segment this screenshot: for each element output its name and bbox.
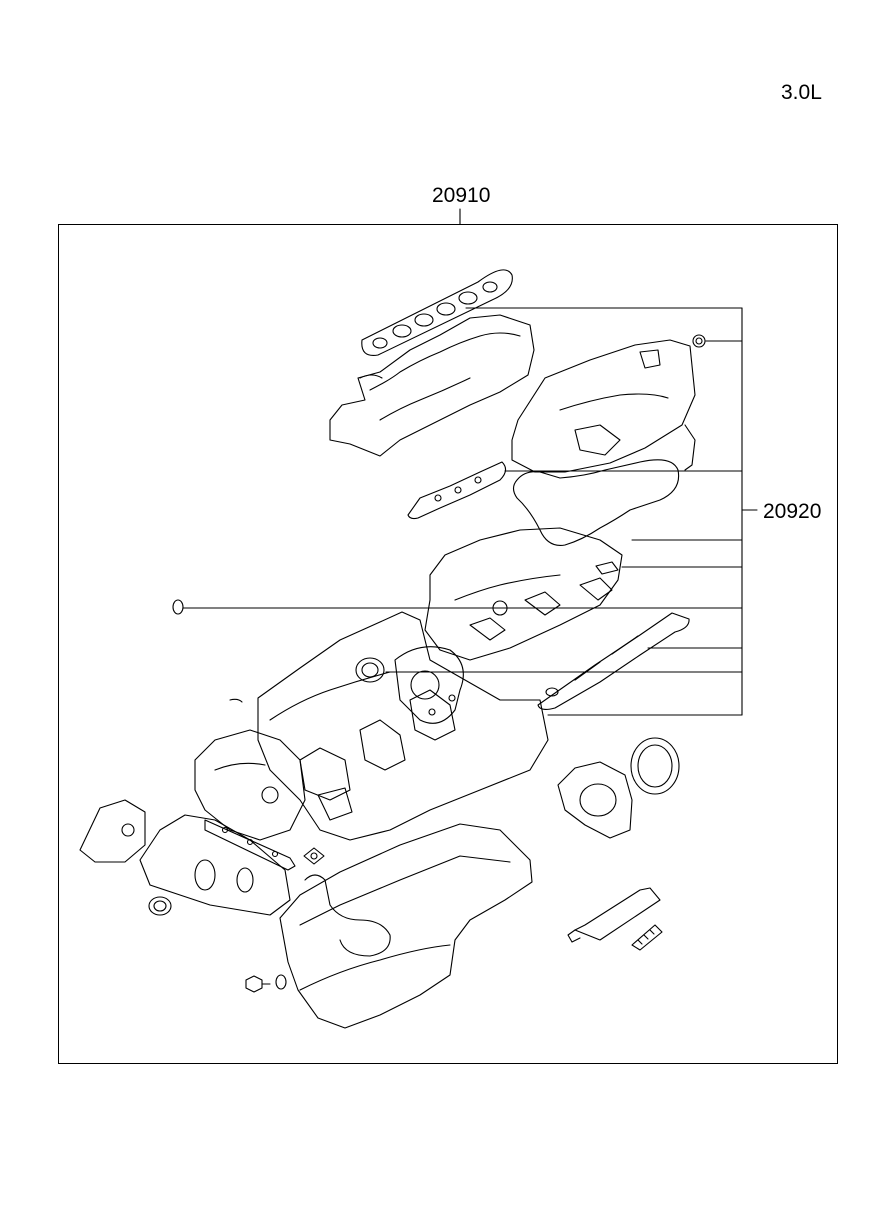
- small-o-ring: [172, 599, 184, 615]
- timing-cover-gasket: [394, 646, 464, 724]
- cylinder-head: [424, 527, 623, 661]
- drain-plug-washer: [275, 974, 287, 990]
- valve-stem-seal: [595, 561, 619, 575]
- head-gasket: [537, 612, 690, 711]
- valve-cover-gasket: [512, 459, 680, 546]
- subkit-bracket: [182, 307, 758, 716]
- upper-intake-manifold: [329, 314, 535, 457]
- lower-cylinder-head: [194, 729, 353, 841]
- exhaust-manifold-gasket: [407, 461, 507, 520]
- intake-manifold-gasket: [361, 269, 513, 356]
- liquid-gasket-tube: [567, 887, 661, 943]
- oil-pan: [279, 823, 533, 1029]
- valve-cover: [511, 339, 696, 473]
- engine-block: [229, 611, 549, 841]
- sealant-nozzle: [631, 924, 663, 951]
- subkit-part-number-label[interactable]: 20920: [763, 500, 822, 523]
- exhaust-manifold: [139, 814, 291, 916]
- rear-seal-retainer-gasket: [557, 761, 633, 839]
- kit-part-number-label[interactable]: 20910: [432, 184, 491, 207]
- small-gasket-ring: [303, 847, 325, 865]
- water-outlet-gasket: [79, 799, 146, 863]
- kit-boundary-frame: [58, 224, 838, 1064]
- front-oil-seal: [355, 657, 385, 683]
- drain-plug: [245, 975, 271, 993]
- exhaust-manifold-gasket-lower: [204, 819, 296, 871]
- rear-oil-seal-small: [148, 896, 172, 916]
- engine-size-label: 3.0L: [781, 81, 822, 104]
- rear-crankshaft-oil-seal: [630, 737, 680, 795]
- grommet-washer: [692, 334, 706, 348]
- oil-strainer-pipe: [304, 874, 391, 957]
